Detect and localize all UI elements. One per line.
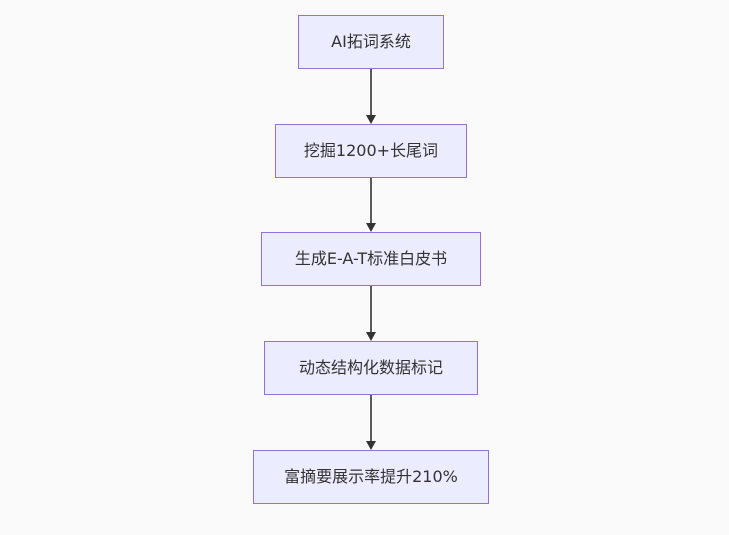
flowchart-node-rich-snippet-result: 富摘要展示率提升210% xyxy=(253,450,489,504)
arrowhead-down-icon xyxy=(366,332,376,341)
edge-line xyxy=(370,286,372,332)
node-label: 生成E-A-T标准白皮书 xyxy=(294,249,448,268)
node-label: AI拓词系统 xyxy=(331,32,411,51)
arrowhead-down-icon xyxy=(366,441,376,450)
edge-arrow-4 xyxy=(366,395,376,450)
arrowhead-down-icon xyxy=(366,223,376,232)
edge-line xyxy=(370,69,372,115)
flowchart-node-eat-whitepaper: 生成E-A-T标准白皮书 xyxy=(261,232,481,286)
edge-line xyxy=(370,178,372,223)
node-label: 富摘要展示率提升210% xyxy=(284,467,458,486)
flowchart-node-longtail-keywords: 挖掘1200+长尾词 xyxy=(275,124,467,178)
arrowhead-down-icon xyxy=(366,115,376,124)
node-label: 动态结构化数据标记 xyxy=(298,358,443,377)
edge-arrow-1 xyxy=(366,69,376,124)
node-label: 挖掘1200+长尾词 xyxy=(303,141,439,160)
edge-arrow-3 xyxy=(366,286,376,341)
edge-line xyxy=(370,395,372,441)
flowchart-node-ai-system: AI拓词系统 xyxy=(298,15,444,69)
edge-arrow-2 xyxy=(366,178,376,232)
flowchart-node-structured-data: 动态结构化数据标记 xyxy=(264,341,478,395)
